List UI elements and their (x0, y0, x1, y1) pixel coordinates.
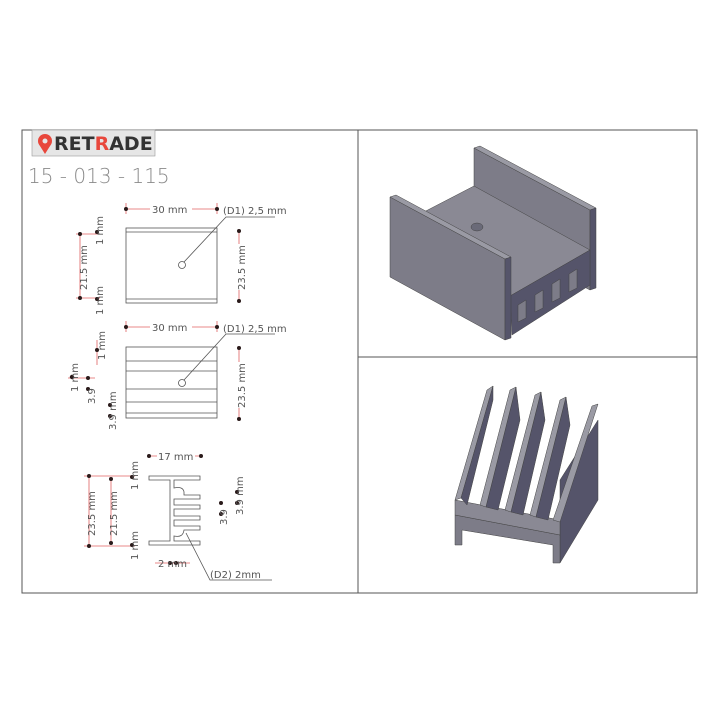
side-inner-height-label: 21.5 mm (109, 491, 120, 536)
bottom-fin-c-label: 3.9 mm (108, 391, 119, 430)
bottom-fin-b-label: 3.9 (87, 388, 98, 404)
bottom-fin-a-label: 1 mm (70, 363, 81, 392)
side-depth-label: 17 mm (158, 452, 193, 463)
side-fin-gap-a-label: 3.9 mm (235, 476, 246, 515)
top-height-label: 23.5 mm (237, 245, 248, 290)
bottom-width-label: 30 mm (152, 323, 187, 334)
top-width-label: 30 mm (152, 205, 187, 216)
side-base-label: 2 mm (158, 559, 187, 570)
top-hole-label: (D1) 2,5 mm (223, 206, 287, 217)
side-flange-top-label: 1 mm (130, 461, 141, 490)
side-flange-bottom-label: 1 mm (130, 531, 141, 560)
bottom-hole-label: (D1) 2,5 mm (223, 324, 287, 335)
side-height-label: 23.5 mm (87, 491, 98, 536)
heatsink-3d-bottom-view (454, 385, 599, 564)
bottom-flange-label: 1 mm (97, 331, 108, 360)
retrade-logo: RETRADE (31, 129, 156, 157)
top-flange-bottom-label: 1 mm (95, 286, 106, 315)
side-fin-gap-b-label: 3.9 (219, 509, 230, 525)
heatsink-3d-top-view (389, 145, 597, 341)
side-groove-label: (D2) 2mm (210, 570, 261, 581)
svg-text:RETRADE: RETRADE (54, 133, 153, 155)
part-number: 15 - 013 - 115 (28, 164, 170, 188)
top-inner-height-label: 21.5 mm (79, 245, 90, 290)
bottom-height-label: 23.5 mm (237, 363, 248, 408)
bottom-view: 30 mm (D1) 2,5 mm 23.5 mm 1 mm 1 mm 3.9 … (68, 321, 287, 430)
top-view: 30 mm (D1) 2,5 mm 21.5 mm 1 mm 1 mm 23.5… (76, 203, 287, 315)
drawing-frame (21, 129, 698, 594)
top-flange-top-label: 1 mm (95, 216, 106, 245)
location-pin-icon (38, 134, 52, 154)
side-view: 17 mm 23.5 mm 21.5 mm 1 mm 1 mm 3.9 mm 3… (84, 450, 272, 581)
